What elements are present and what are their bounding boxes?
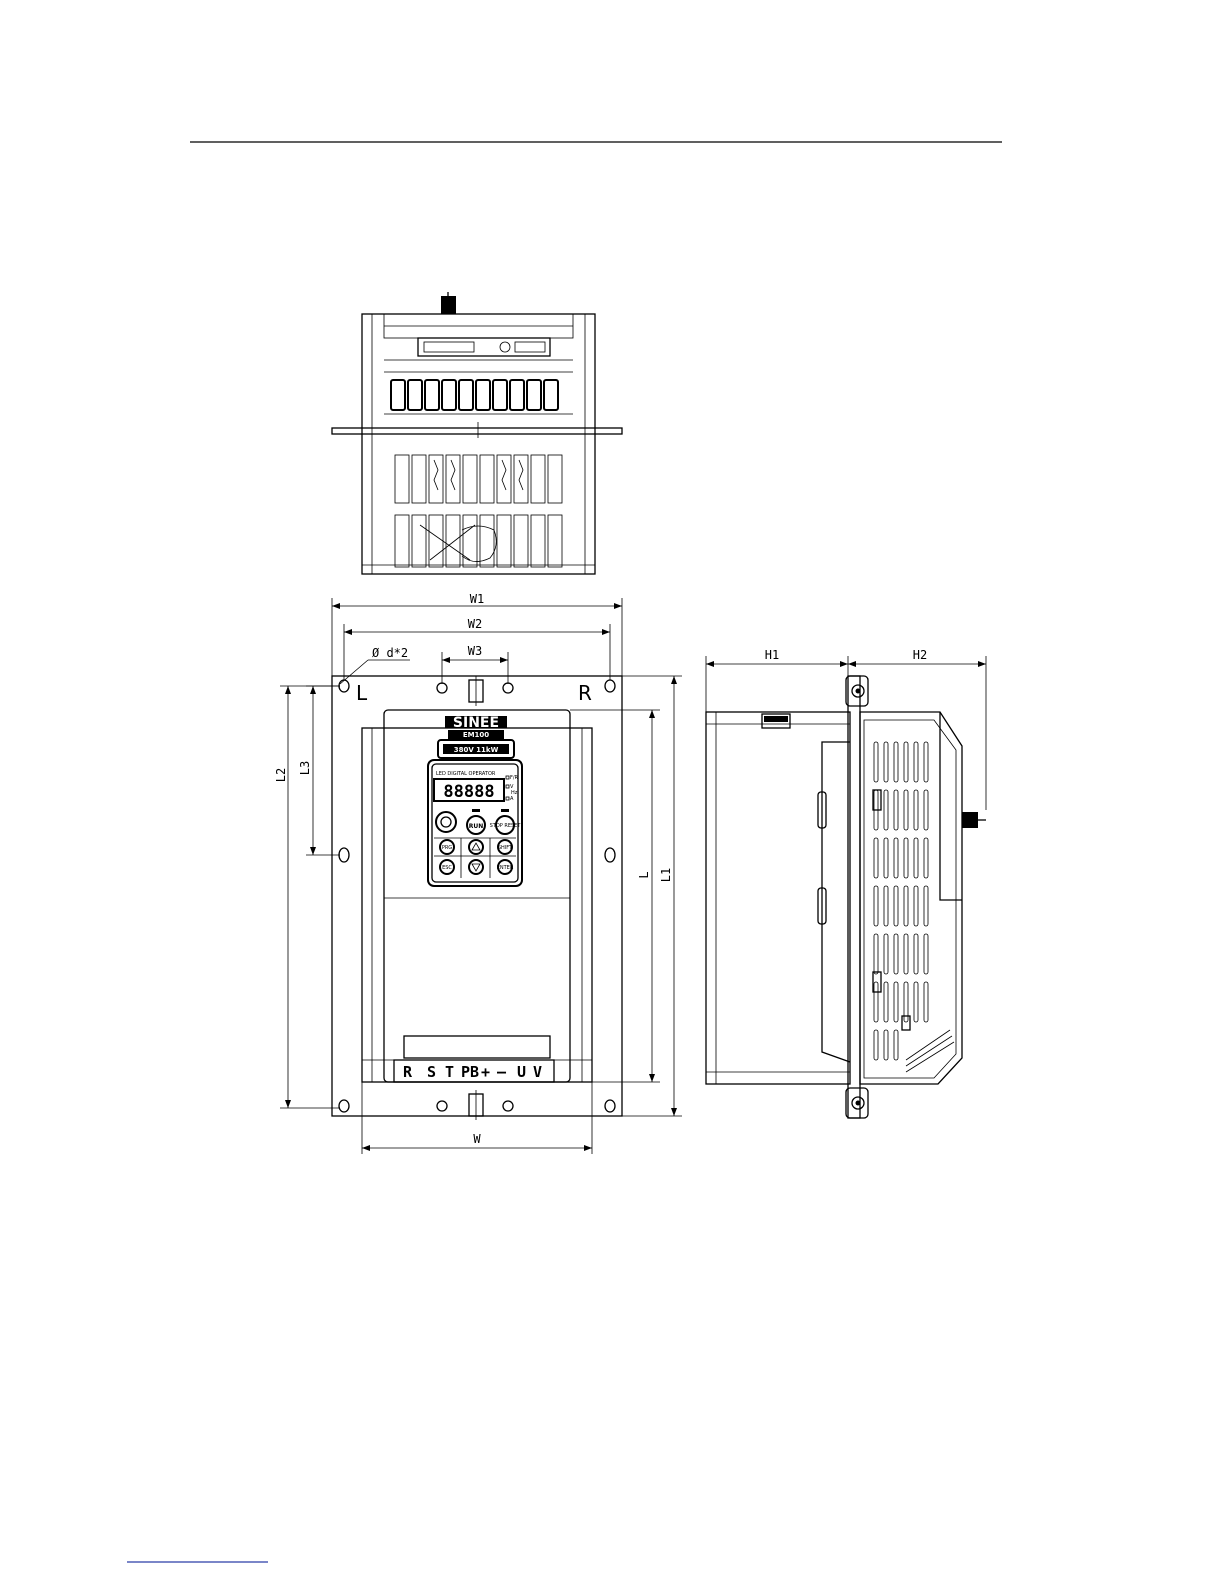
operator-title: LED DIGITAL OPERATOR bbox=[436, 771, 496, 777]
label-h1: H1 bbox=[765, 648, 779, 662]
keypad: 380V 11kW LED DIGITAL OPERATOR 88888 F/R… bbox=[428, 740, 522, 886]
label-l1: L1 bbox=[659, 868, 673, 882]
up-arrow-key[interactable] bbox=[469, 840, 483, 854]
terminal-r: R bbox=[403, 1063, 413, 1081]
dim-w3: W3 bbox=[442, 644, 508, 684]
indicator-fr: F/R bbox=[510, 775, 519, 781]
dim-l3: L3 bbox=[298, 686, 340, 855]
speed-knob-icon[interactable] bbox=[436, 812, 456, 832]
terminal-pb: PB bbox=[461, 1063, 479, 1081]
model-name: EM100 bbox=[463, 731, 489, 739]
terminal-s: S bbox=[427, 1063, 436, 1081]
vent-slots-lower bbox=[395, 515, 562, 567]
label-l: L bbox=[637, 871, 651, 878]
dim-l: L bbox=[570, 710, 660, 1082]
bracket-mark-left: L bbox=[356, 681, 368, 705]
side-view: H1 H2 bbox=[706, 648, 986, 1118]
label-w: W bbox=[473, 1132, 481, 1146]
shift-key-label: SHIFT bbox=[498, 845, 513, 851]
hole-callout: Ø d*2 bbox=[340, 646, 410, 684]
label-h2: H2 bbox=[913, 648, 927, 662]
prg-key-label: PRG bbox=[442, 845, 452, 851]
led-display: 88888 bbox=[443, 782, 494, 802]
enter-key-label: ENTER bbox=[497, 865, 514, 871]
terminal-block-top bbox=[391, 380, 558, 410]
dim-h1: H1 bbox=[706, 648, 848, 712]
vent-slots-upper bbox=[395, 455, 562, 503]
label-w3: W3 bbox=[468, 644, 482, 658]
terminal-t: T bbox=[445, 1063, 454, 1081]
label-l3: L3 bbox=[298, 761, 312, 775]
arrow-down-icon bbox=[472, 864, 480, 871]
arrow-up-icon bbox=[472, 843, 480, 850]
terminal-u: U bbox=[517, 1063, 526, 1081]
rating-label: 380V 11kW bbox=[454, 746, 499, 754]
dim-w1: W1 bbox=[332, 592, 622, 678]
brand-plate: SINEE EM100 bbox=[445, 715, 507, 739]
dim-w: W bbox=[362, 1082, 592, 1154]
indicator-a: A bbox=[510, 796, 514, 802]
top-view bbox=[332, 292, 622, 574]
bracket-mark-right: R bbox=[578, 681, 592, 705]
terminal-v: V bbox=[533, 1063, 542, 1081]
enter-key[interactable]: ENTER bbox=[497, 860, 514, 874]
front-view: W1 W2 W3 Ø d*2 bbox=[274, 592, 682, 1154]
side-vent-grid bbox=[873, 742, 928, 1060]
run-key-label: RUN bbox=[469, 823, 484, 830]
label-w2: W2 bbox=[468, 617, 482, 631]
prg-key[interactable]: PRG bbox=[440, 840, 454, 854]
label-l2: L2 bbox=[274, 768, 288, 782]
dim-h2: H2 bbox=[848, 648, 986, 810]
stop-key-label: STOP RESET bbox=[490, 823, 522, 829]
terminal-cover: R S T PB + — U V bbox=[394, 1036, 554, 1082]
run-key[interactable]: RUN bbox=[467, 816, 485, 834]
label-hole: Ø d*2 bbox=[372, 646, 408, 660]
esc-key[interactable]: ESC bbox=[440, 860, 454, 874]
terminal-plus: + bbox=[481, 1063, 490, 1081]
label-w1: W1 bbox=[470, 592, 484, 606]
mounting-bracket bbox=[332, 676, 622, 1116]
terminal-minus: — bbox=[497, 1063, 507, 1081]
brand-name: SINEE bbox=[453, 715, 499, 731]
stop-reset-key[interactable]: STOP RESET bbox=[490, 816, 522, 834]
dim-l2: L2 bbox=[274, 686, 340, 1108]
esc-key-label: ESC bbox=[442, 865, 452, 871]
shift-key[interactable]: SHIFT bbox=[498, 840, 513, 854]
drive-body bbox=[362, 710, 592, 1082]
down-arrow-key[interactable] bbox=[469, 860, 483, 874]
